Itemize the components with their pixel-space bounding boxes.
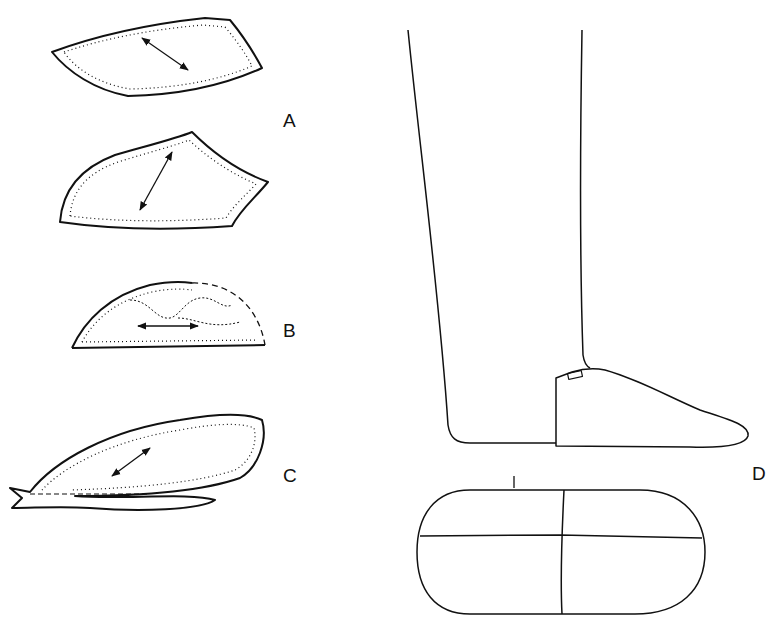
- grain-arrow: [112, 448, 150, 476]
- seam-line: [82, 289, 192, 342]
- grain-arrow: [140, 152, 172, 210]
- grain-arrow: [142, 38, 188, 70]
- shoe-tab: [568, 371, 583, 380]
- stitch-line: [130, 298, 232, 318]
- sole-seam: [561, 490, 564, 614]
- pattern-piece: [10, 415, 264, 510]
- part-letter: A: [283, 111, 296, 130]
- seam-line: [42, 424, 255, 490]
- seam-line: [64, 25, 252, 89]
- part-letter: B: [283, 321, 296, 340]
- leg-outline: [581, 30, 590, 368]
- leg-outline: [408, 30, 556, 443]
- pattern-piece: [52, 18, 262, 96]
- stitch-line: [178, 318, 240, 325]
- grain-arrow: [138, 325, 198, 326]
- seam-line: [82, 340, 258, 342]
- reference-tick: [513, 476, 514, 488]
- pattern-piece: [72, 345, 265, 348]
- pattern-piece: [72, 282, 192, 348]
- shoe-outline: [556, 369, 748, 448]
- sole-outline: [417, 490, 705, 614]
- pattern-piece: [60, 132, 268, 229]
- seam-line: [70, 140, 256, 221]
- cut-line: [192, 283, 265, 345]
- sole-seam: [420, 535, 702, 538]
- fold-line: [30, 493, 150, 494]
- part-letter: C: [283, 466, 297, 485]
- part-letter: D: [752, 464, 766, 483]
